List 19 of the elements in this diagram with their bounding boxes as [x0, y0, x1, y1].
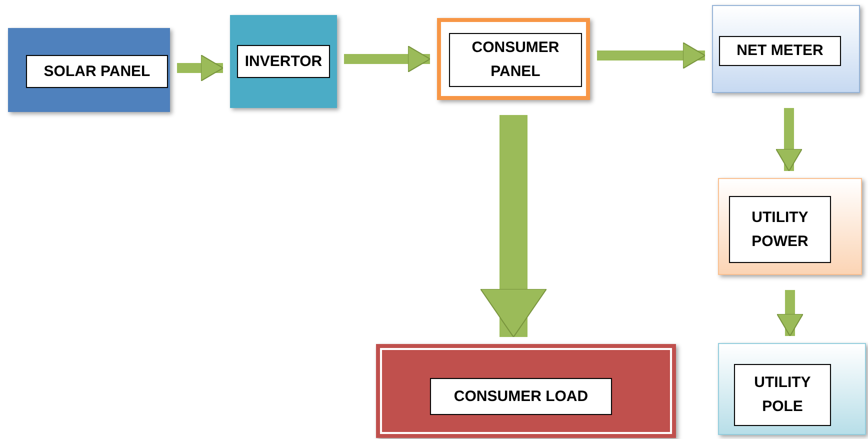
- process-box: [712, 5, 860, 93]
- block-arrow: [480, 115, 547, 338]
- box-label: CONSUMER LOAD: [430, 378, 612, 415]
- block-arrow: [776, 290, 804, 336]
- box-label: INVERTOR: [237, 45, 330, 78]
- block-arrow: [344, 46, 430, 72]
- box-label: NET METER: [719, 36, 841, 66]
- box-label: CONSUMER PANEL: [449, 33, 582, 87]
- block-arrow: [597, 42, 706, 69]
- box-label: UTILITY POWER: [729, 196, 831, 263]
- process-box: [8, 28, 170, 112]
- process-box: [230, 15, 337, 108]
- box-label: SOLAR PANEL: [26, 55, 168, 88]
- box-label: UTILITY POLE: [734, 364, 831, 426]
- process-box: [718, 178, 862, 275]
- process-box: [437, 18, 590, 100]
- process-box: [718, 343, 866, 435]
- block-arrow: [177, 54, 224, 82]
- block-arrow: [776, 108, 802, 172]
